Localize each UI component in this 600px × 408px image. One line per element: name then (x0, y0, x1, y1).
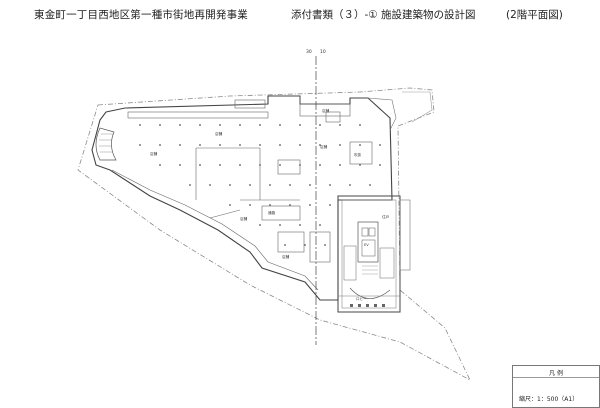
curtain-wall-line (111, 169, 319, 291)
legend-box: 凡 例 縮尺：1：500（A1） (512, 365, 600, 408)
room-label: 店舗 (240, 216, 248, 221)
room-label: 吹抜 (354, 152, 362, 157)
room-label: ロビー (356, 296, 367, 301)
building-outline (91, 95, 393, 301)
axis-mark-a: 30 (306, 49, 312, 55)
floor-label: (2階平面図) (506, 9, 563, 21)
terrace (367, 97, 411, 271)
ramp-hatch (99, 133, 114, 153)
room-label: 通路 (268, 210, 276, 215)
room-labels: 店舗 店舗 店舗 店舗 店舗 通路 吹抜 EV ロビー 店舗 住戸 (150, 108, 390, 301)
axis-mark-b: 10 (320, 49, 326, 55)
legend-divider (513, 377, 599, 378)
room-label: 店舗 (282, 254, 290, 259)
project-title: 東金町一丁目西地区第一種市街地再開発事業 (34, 9, 248, 21)
room-label: 住戸 (382, 214, 390, 219)
room-label: EV (364, 243, 369, 247)
room-label: 店舗 (150, 151, 158, 156)
ramp (95, 127, 117, 161)
room-label: 店舗 (320, 144, 328, 149)
room-label: 店舗 (215, 131, 223, 136)
scale-label: 縮尺：1：500（A1） (519, 396, 579, 403)
legend-title: 凡 例 (549, 370, 563, 377)
room-label: 店舗 (322, 108, 330, 113)
tower (337, 195, 401, 313)
document-title: 添付書類（３）‐① 施設建築物の設計図 (291, 9, 476, 21)
site-boundary (77, 87, 471, 381)
column-grid (139, 124, 381, 246)
partitions (127, 96, 373, 263)
site-line-right (402, 91, 433, 123)
